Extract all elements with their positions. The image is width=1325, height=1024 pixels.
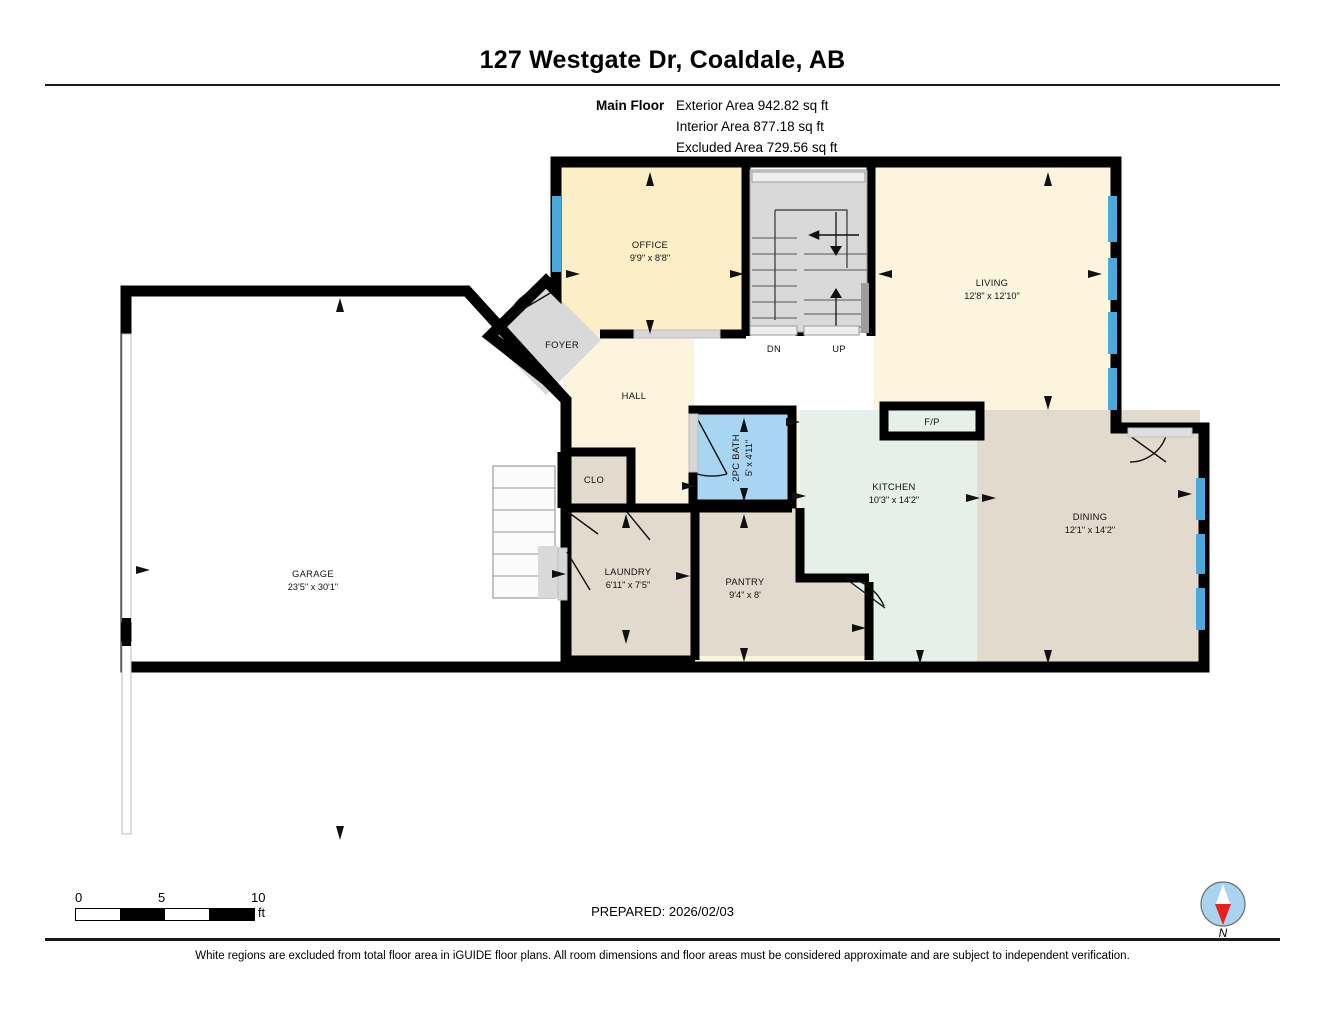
page-title: 127 Westgate Dr, Coaldale, AB (479, 46, 846, 74)
header-divider (45, 84, 1280, 86)
label-dining-name: DINING (1073, 511, 1108, 522)
compass-north-label: N (1218, 926, 1228, 940)
label-kitchen-name: KITCHEN (872, 481, 915, 492)
scale-tick-0: 0 (75, 890, 83, 905)
label-bath-name: 2PC BATH (730, 434, 741, 482)
garage-side-stairs (492, 465, 558, 599)
scale-tick-10: 10 (251, 890, 266, 905)
footer-divider (45, 938, 1280, 941)
prepared-date: PREPARED: 2026/02/03 (591, 904, 734, 919)
room-pantry-fill2 (697, 508, 800, 656)
room-pantry-ext (800, 578, 869, 656)
label-hall-name: HALL (622, 390, 647, 401)
scale-unit: ft (258, 906, 265, 920)
label-laundry-dim: 6'11" x 7'5" (606, 580, 651, 590)
dimension-markers (136, 172, 1192, 840)
scale-tick-5: 5 (158, 890, 166, 905)
scale-bar (75, 908, 255, 921)
label-bath-dim: 5' x 4'11" (744, 440, 754, 476)
label-garage-name: GARAGE (292, 568, 334, 579)
fireplace-label: F/P (924, 416, 939, 427)
label-living-dim: 12'8" x 12'10" (964, 291, 1020, 301)
stairs-up-label: UP (832, 343, 846, 354)
label-laundry-name: LAUNDRY (605, 566, 652, 577)
room-dining-fill2 (977, 410, 1200, 663)
room-office-fill (560, 166, 744, 334)
label-garage-dim: 23'5" x 30'1" (288, 582, 338, 592)
floor-label: Main Floor (596, 98, 665, 113)
garage-door (121, 333, 132, 835)
staircase: DN UP (749, 169, 869, 354)
label-dining-dim: 12'1" x 14'2" (1065, 525, 1115, 535)
stairs-down-label: DN (767, 343, 781, 354)
label-living-name: LIVING (976, 277, 1009, 288)
label-kitchen-dim: 10'3" x 14'2" (869, 495, 919, 505)
room-kitchen-fill (800, 410, 977, 663)
label-clo-name: CLO (584, 474, 604, 485)
label-office-name: OFFICE (632, 239, 668, 250)
fireplace: F/P (879, 401, 985, 441)
disclaimer-text: White regions are excluded from total fl… (195, 950, 1130, 962)
label-pantry-name: PANTRY (726, 576, 765, 587)
room-clo-fill (565, 455, 627, 505)
room-labels: OFFICE 9'9" x 8'8" LIVING 12'8" x 12'10"… (288, 239, 1115, 600)
area-lines: Exterior Area 942.82 sq ft Interior Area… (676, 95, 837, 158)
excluded-area: Excluded Area 729.56 sq ft (676, 140, 838, 155)
label-foyer-name: FOYER (545, 339, 579, 350)
room-living-fill (874, 166, 1112, 410)
room-garage-fill (131, 291, 563, 663)
label-pantry-dim: 9'4" x 8' (729, 590, 761, 600)
exterior-area: Exterior Area 942.82 sq ft (676, 98, 829, 113)
windows (552, 196, 1205, 630)
interior-area: Interior Area 877.18 sq ft (676, 119, 824, 134)
label-office-dim: 9'9" x 8'8" (630, 253, 670, 263)
compass-icon (1200, 881, 1246, 927)
